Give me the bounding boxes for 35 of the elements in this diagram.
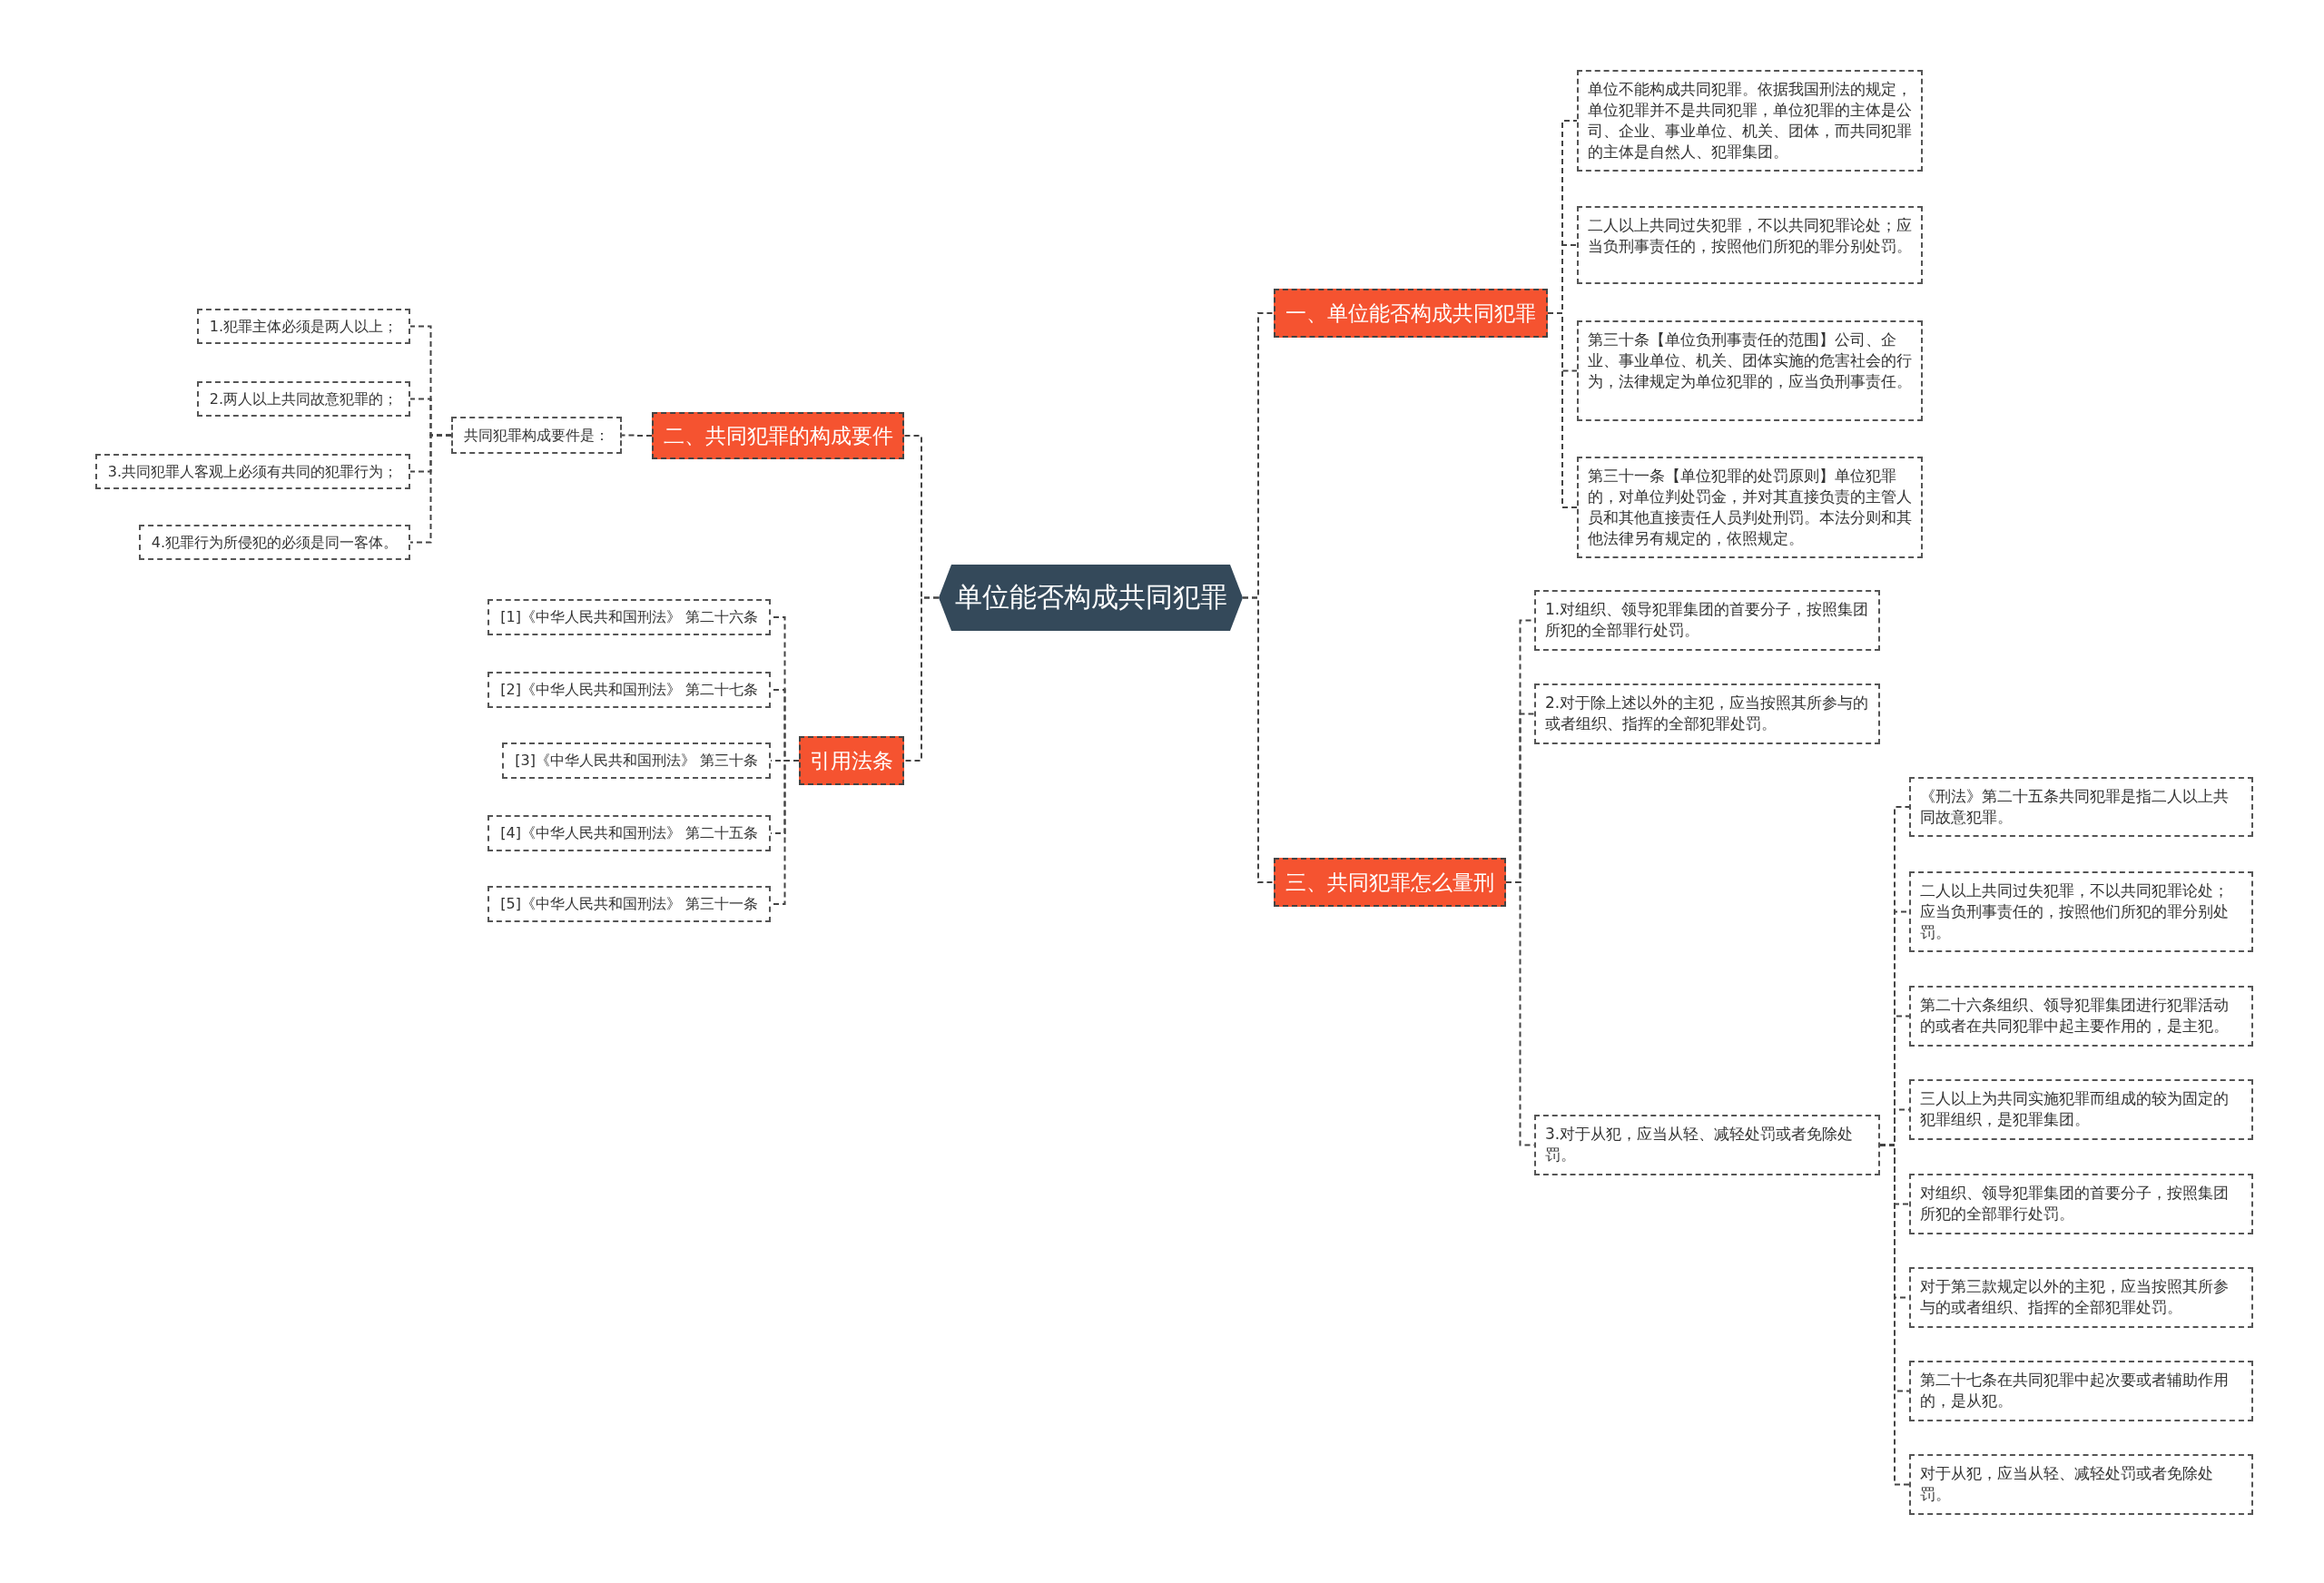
note-box: 单位不能构成共同犯罪。依据我国刑法的规定，单位犯罪并不是共同犯罪，单位犯罪的主体是公司、企业、事业单位、机关、团体，而共同犯罪的主体是自然人、犯罪集团。 bbox=[1577, 70, 1923, 172]
note-box: 二人以上共同过失犯罪，不以共同犯罪论处；应当负刑事责任的，按照他们所犯的罪分别处罚。 bbox=[1909, 871, 2253, 952]
note-box: 三人以上为共同实施犯罪而组成的较为固定的犯罪组织，是犯罪集团。 bbox=[1909, 1079, 2253, 1140]
branch-topic-box: 三、共同犯罪怎么量刑 bbox=[1274, 858, 1506, 907]
connector-line bbox=[409, 434, 452, 544]
branch-topic-box: 引用法条 bbox=[799, 736, 904, 785]
note-box: 对组织、领导犯罪集团的首要分子，按照集团所犯的全部罪行处罚。 bbox=[1909, 1174, 2253, 1234]
note-box: 1.犯罪主体必须是两人以上； bbox=[196, 309, 410, 344]
note-box: [3]《中华人民共和国刑法》 第三十条 bbox=[502, 742, 771, 779]
note-box: 共同犯罪构成要件是： bbox=[451, 417, 622, 454]
note-box: 3.对于从犯，应当从轻、减轻处罚或者免除处罚。 bbox=[1534, 1115, 1880, 1175]
connector-line bbox=[1242, 596, 1275, 883]
central-topic-hexagon: 单位能否构成共同犯罪 bbox=[939, 565, 1243, 631]
note-box: 2.两人以上共同故意犯罪的； bbox=[196, 381, 410, 417]
branch-topic-box: 一、单位能否构成共同犯罪 bbox=[1274, 289, 1548, 338]
note-box: 2.对于除上述以外的主犯，应当按照其所参与的或者组织、指挥的全部犯罪处罚。 bbox=[1534, 683, 1880, 744]
note-box: 对于从犯，应当从轻、减轻处罚或者免除处罚。 bbox=[1909, 1454, 2253, 1515]
connector-line bbox=[903, 596, 940, 762]
branch-topic-box: 二、共同犯罪的构成要件 bbox=[652, 412, 904, 459]
note-box: [5]《中华人民共和国刑法》 第三十一条 bbox=[487, 886, 771, 922]
note-box: 二人以上共同过失犯罪，不以共同犯罪论处；应当负刑事责任的，按照他们所犯的罪分别处罚。 bbox=[1577, 206, 1923, 284]
connector-line bbox=[1547, 312, 1578, 508]
note-box: 第三十条【单位负刑事责任的范围】公司、企业、事业单位、机关、团体实施的危害社会的行为，法律规定为单位犯罪的，应当负刑事责任。 bbox=[1577, 320, 1923, 421]
note-box: 对于第三款规定以外的主犯，应当按照其所参与的或者组织、指挥的全部犯罪处罚。 bbox=[1909, 1267, 2253, 1328]
connector-line bbox=[621, 434, 653, 437]
note-box: 3.共同犯罪人客观上必须有共同的犯罪行为； bbox=[94, 454, 410, 489]
note-box: 4.犯罪行为所侵犯的必须是同一客体。 bbox=[138, 525, 410, 560]
note-box: 第二十六条组织、领导犯罪集团进行犯罪活动的或者在共同犯罪中起主要作用的，是主犯。 bbox=[1909, 986, 2253, 1047]
note-box: 第二十七条在共同犯罪中起次要或者辅助作用的，是从犯。 bbox=[1909, 1361, 2253, 1421]
note-box: 第三十一条【单位犯罪的处罚原则】单位犯罪的，对单位判处罚金，并对其直接负责的主管人员和其他直接责任人员判处刑罚。本法分则和其他法律另有规定的，依照规定。 bbox=[1577, 457, 1923, 558]
note-box: [1]《中华人民共和国刑法》 第二十六条 bbox=[487, 599, 771, 635]
note-box: [4]《中华人民共和国刑法》 第二十五条 bbox=[487, 815, 771, 851]
note-box: [2]《中华人民共和国刑法》 第二十七条 bbox=[487, 672, 771, 708]
note-box: 1.对组织、领导犯罪集团的首要分子，按照集团所犯的全部罪行处罚。 bbox=[1534, 590, 1880, 651]
note-box: 《刑法》第二十五条共同犯罪是指二人以上共同故意犯罪。 bbox=[1909, 777, 2253, 837]
